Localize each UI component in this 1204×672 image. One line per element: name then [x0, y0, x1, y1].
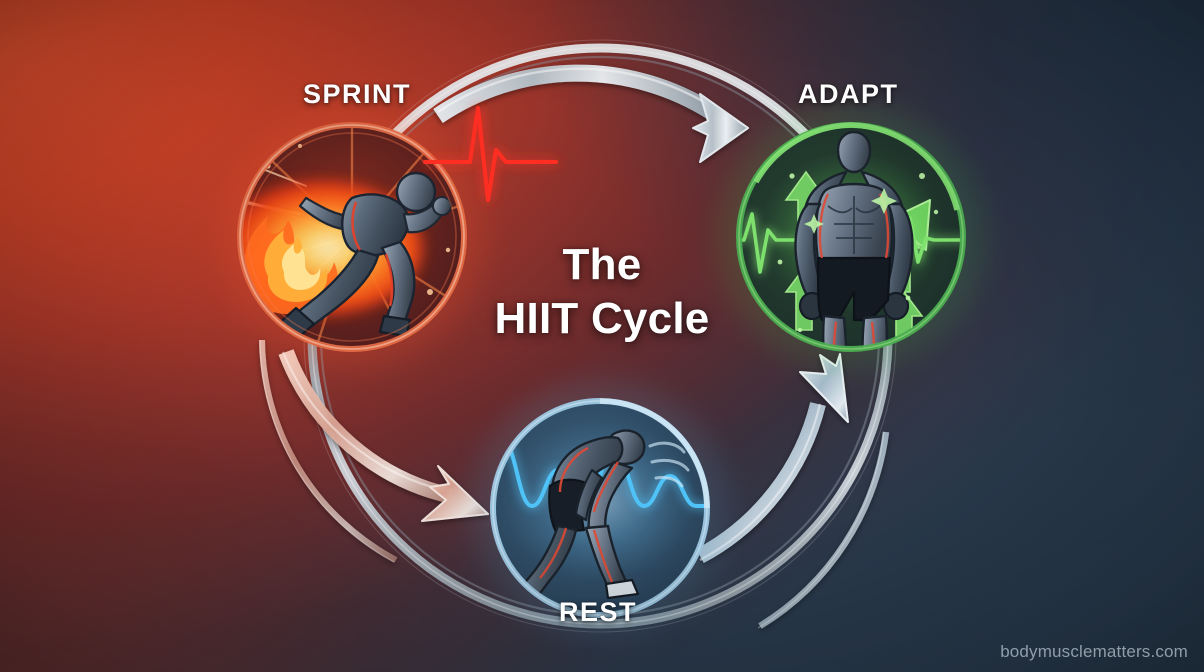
arrow-sprint-to-adapt: [433, 64, 749, 163]
node-label-rest: REST: [559, 597, 637, 627]
arrow-sprint-to-rest: [259, 339, 489, 563]
center-title: The HIIT Cycle: [432, 238, 772, 345]
node-label-adapt: ADAPT: [798, 79, 899, 109]
node-rest[interactable]: [470, 380, 790, 636]
node-adapt[interactable]: [700, 103, 1000, 424]
sprint-ecg-line: [423, 106, 558, 202]
adapt-muscular-figure-icon: [794, 130, 914, 349]
sprint-running-figure-icon: [274, 171, 452, 338]
adapt-sparkles: [777, 173, 939, 333]
node-sprint[interactable]: [205, 105, 558, 369]
rest-breath-icon: [648, 441, 690, 488]
center-title-line-2: HIIT Cycle: [494, 293, 710, 343]
watermark-text: bodymusclematters.com: [1000, 642, 1188, 661]
node-label-sprint: SPRINT: [303, 79, 411, 109]
center-title-line-1: The: [562, 240, 642, 289]
arrow-rest-to-adapt: [696, 353, 890, 629]
